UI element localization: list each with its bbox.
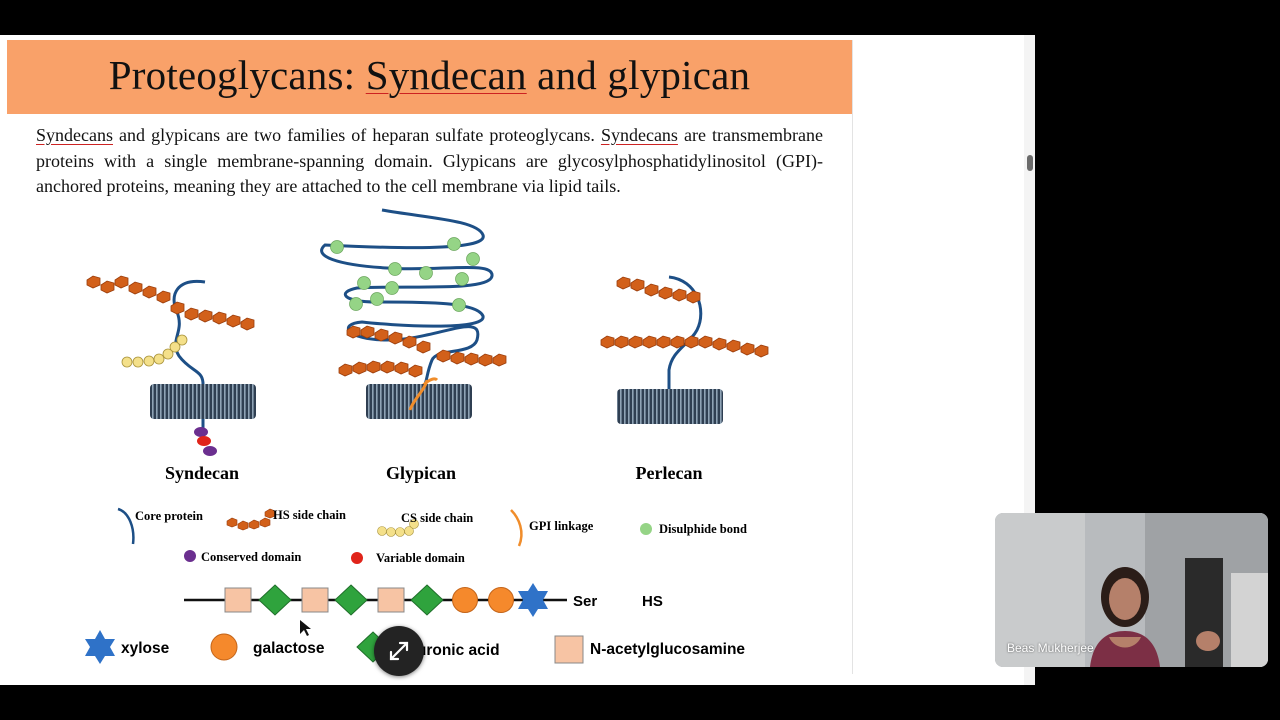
perlecan-figure: Perlecan xyxy=(600,275,769,483)
legend-gpi-linkage: GPI linkage xyxy=(529,519,594,533)
legend-variable-domain: Variable domain xyxy=(376,551,465,565)
legend-variable-icon xyxy=(351,552,363,564)
slide-paragraph: Syndecans and glypicans are two families… xyxy=(36,123,823,200)
perlecan-membrane xyxy=(617,389,723,424)
xylose-icon xyxy=(85,630,115,664)
glycan-chain: Ser HS xyxy=(184,583,663,636)
variable-domain-marker xyxy=(197,436,211,446)
label-syndecan: Syndecan xyxy=(165,463,239,483)
syndecan-figure: Syndecan xyxy=(86,275,256,483)
legend-disulphide-icon xyxy=(640,523,652,535)
legend-cs-icon xyxy=(377,519,419,537)
scrollbar-thumb[interactable] xyxy=(1027,155,1033,171)
legend-hs-side-chain: HS side chain xyxy=(273,508,346,522)
title-prefix: Proteoglycans: xyxy=(108,52,366,98)
n-acetylglucosamine-icon xyxy=(554,635,584,664)
scrollbar[interactable] xyxy=(1024,35,1035,685)
title-banner xyxy=(7,40,852,114)
participant-name: Beas Mukherjee xyxy=(1007,641,1094,655)
galactose-icon xyxy=(210,633,238,661)
label-glypican: Glypican xyxy=(386,463,456,483)
legend-hs-icon xyxy=(226,508,276,531)
para-word-syndecans-1: Syndecans xyxy=(36,125,113,145)
slide-title: Proteoglycans: Syndecan and glypican xyxy=(7,51,852,99)
glypican-membrane xyxy=(366,384,472,419)
gpi-linkage xyxy=(408,379,429,411)
title-suffix: and glypican xyxy=(526,52,751,98)
legend-gpi-icon xyxy=(510,509,523,547)
participant-video-tile[interactable]: Beas Mukherjee xyxy=(995,513,1268,667)
legend-core-protein-icon xyxy=(117,507,135,545)
proteoglycan-diagram: Syndecan xyxy=(85,208,769,664)
glypican-figure: Glypican xyxy=(320,208,507,483)
para-part-1: and glypicans are two families of hepara… xyxy=(112,125,601,145)
key-xylose: xylose xyxy=(121,640,170,657)
para-word-syndecans-2: Syndecans xyxy=(600,125,678,145)
key-galactose: galactose xyxy=(253,640,325,657)
legend-disulphide-bond: Disulphide bond xyxy=(659,522,747,536)
chain-hs-label: HS xyxy=(642,593,663,610)
conserved-domain-marker xyxy=(194,427,208,437)
legend: Core protein HS side chain CS side chain… xyxy=(117,507,747,565)
slide: Proteoglycans: Syndecan and glypican Syn… xyxy=(7,40,853,674)
participant-video-feed xyxy=(995,513,1268,667)
title-syndecan: Syndecan xyxy=(365,52,527,98)
chain-ser-label: Ser xyxy=(573,593,597,610)
bottom-bar xyxy=(0,685,1280,720)
para-part-2: are transmembrane proteins with a single… xyxy=(36,125,823,196)
legend-conserved-domain: Conserved domain xyxy=(201,550,301,564)
expand-button[interactable] xyxy=(374,626,424,676)
label-perlecan: Perlecan xyxy=(636,463,703,483)
key-n-acetylglucosamine: N-acetylglucosamine xyxy=(590,641,745,658)
expand-arrows-icon xyxy=(389,641,409,661)
legend-core-protein: Core protein xyxy=(135,509,203,523)
legend-cs-side-chain: CS side chain xyxy=(401,511,473,525)
syndecan-membrane xyxy=(150,384,256,419)
mouse-cursor-icon xyxy=(300,620,311,636)
legend-conserved-icon xyxy=(184,550,196,562)
